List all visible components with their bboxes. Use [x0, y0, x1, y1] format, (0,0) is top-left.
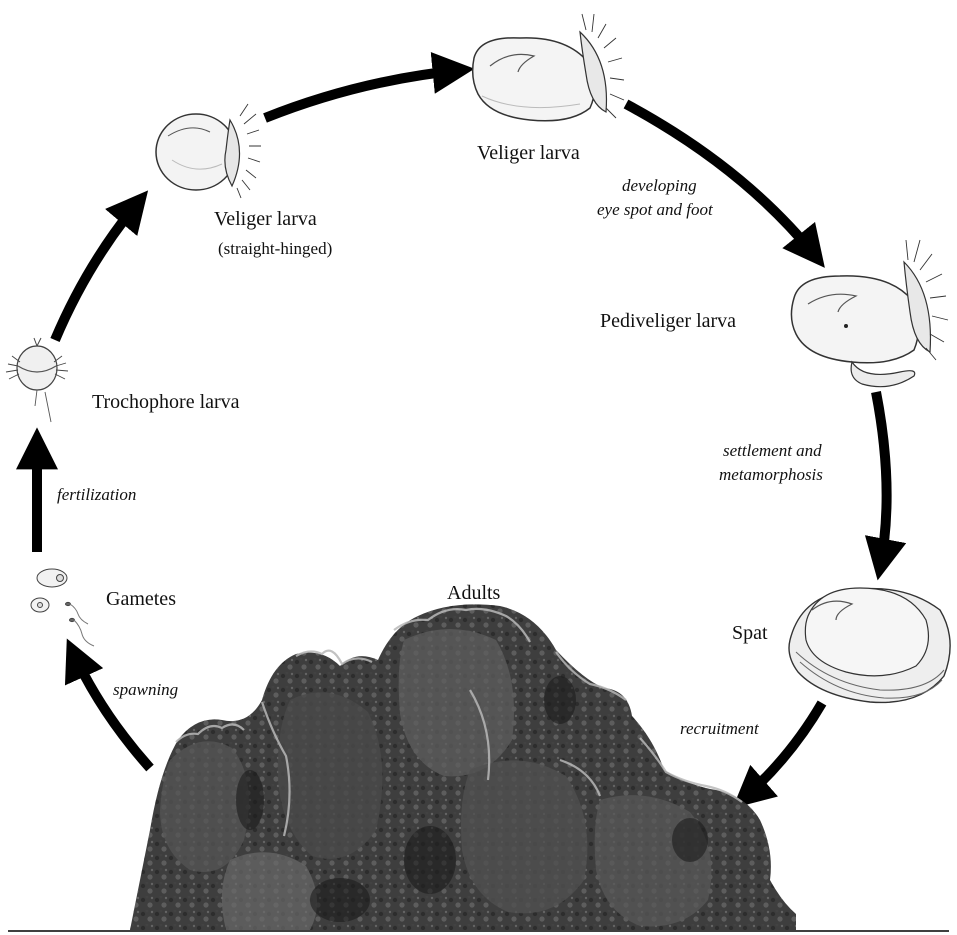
- label-veliger-straight: Veliger larva: [214, 208, 317, 230]
- arrow-trochophore-to-veliger: [55, 200, 140, 340]
- label-veliger-straight-note: (straight-hinged): [218, 239, 332, 259]
- sperm-icon: [66, 602, 75, 621]
- label-adults: Adults: [447, 582, 500, 604]
- trochophore-illustration: [6, 338, 68, 422]
- spat-illustration: [789, 588, 950, 702]
- label-developing-2: eye spot and foot: [597, 199, 713, 221]
- label-settlement-2: metamorphosis: [719, 464, 823, 486]
- label-trochophore: Trochophore larva: [92, 391, 240, 413]
- label-spat: Spat: [732, 622, 768, 644]
- arrow-veliger-to-veliger: [265, 70, 462, 118]
- label-settlement-1: settlement and: [723, 440, 822, 462]
- arrow-adults-to-gametes: [72, 650, 150, 768]
- veliger-illustration: [473, 14, 624, 121]
- label-veliger: Veliger larva: [477, 142, 580, 164]
- veliger-straight-illustration: [156, 104, 261, 198]
- label-developing-1: developing: [622, 175, 697, 197]
- label-fertilization: fertilization: [57, 484, 136, 506]
- label-pediveliger: Pediveliger larva: [600, 310, 736, 332]
- label-recruitment: recruitment: [680, 718, 759, 740]
- pediveliger-illustration: [791, 240, 948, 387]
- gametes-illustration: [31, 569, 94, 646]
- adult-oysters-illustration: [130, 604, 796, 930]
- arrow-pediveliger-to-spat: [876, 392, 887, 568]
- label-spawning: spawning: [113, 679, 178, 701]
- label-gametes: Gametes: [106, 588, 176, 610]
